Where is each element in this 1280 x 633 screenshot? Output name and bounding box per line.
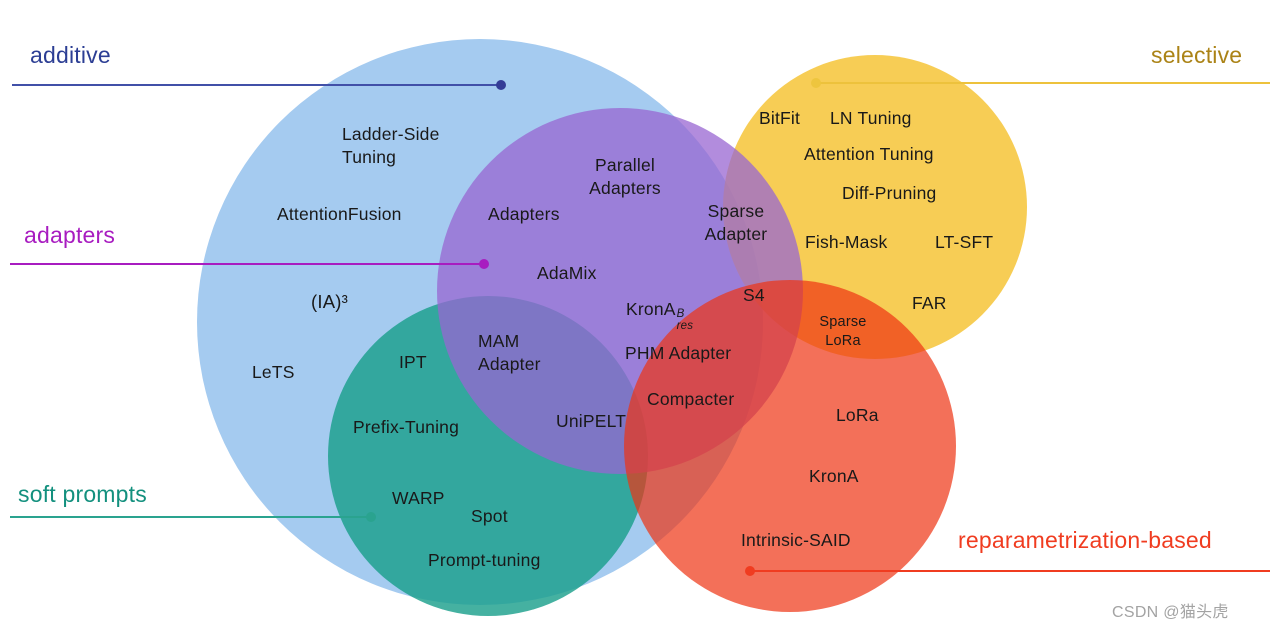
category-label-adapters: adapters bbox=[24, 222, 116, 248]
method-unipelt: UniPELT bbox=[556, 411, 627, 431]
category-label-soft-prompts: soft prompts bbox=[18, 481, 147, 507]
method-sparse-lora: Sparse LoRa bbox=[819, 314, 867, 349]
adapters-callout-line bbox=[10, 263, 481, 265]
category-label-additive: additive bbox=[30, 42, 111, 68]
method-adapters: Adapters bbox=[488, 204, 560, 224]
method-adamix: AdaMix bbox=[537, 263, 597, 283]
method-prefix-tuning: Prefix-Tuning bbox=[353, 417, 460, 437]
category-label-reparametrization: reparametrization-based bbox=[958, 527, 1212, 553]
krona-subscript: res bbox=[676, 319, 694, 332]
method-phm-adapter: PHM Adapter bbox=[625, 343, 732, 363]
method-s4: S4 bbox=[743, 285, 765, 305]
additive-dot-icon bbox=[496, 80, 506, 90]
method-attentionfusion: AttentionFusion bbox=[277, 204, 402, 224]
method-intrinsic-said: Intrinsic-SAID bbox=[741, 530, 851, 550]
method-ln-tuning: LN Tuning bbox=[830, 108, 912, 128]
method-mam-adapter: MAM Adapter bbox=[478, 331, 541, 374]
method-compacter: Compacter bbox=[647, 389, 735, 409]
method-bitfit: BitFit bbox=[759, 108, 801, 128]
method-lt-sft: LT-SFT bbox=[935, 232, 994, 252]
method-lets: LeTS bbox=[252, 362, 295, 382]
method-ia3: (IA)³ bbox=[311, 291, 348, 312]
selective-callout-line bbox=[818, 82, 1270, 84]
method-prompt-tuning: Prompt-tuning bbox=[428, 550, 541, 570]
method-attention-tuning: Attention Tuning bbox=[804, 144, 934, 164]
method-ipt: IPT bbox=[399, 352, 427, 372]
additive-callout-line bbox=[12, 84, 502, 86]
method-lora: LoRa bbox=[836, 405, 879, 425]
krona-superscript: B bbox=[676, 308, 685, 320]
selective-dot-icon bbox=[811, 78, 821, 88]
category-label-selective: selective bbox=[1151, 42, 1243, 68]
soft-prompts-callout-line bbox=[10, 516, 368, 518]
soft-prompts-dot-icon bbox=[366, 512, 376, 522]
method-ladder-side-tuning: Ladder-Side Tuning bbox=[342, 124, 440, 167]
method-far: FAR bbox=[912, 293, 947, 313]
method-sparse-adapter: Sparse Adapter bbox=[704, 201, 768, 244]
watermark: CSDN @猫头虎 bbox=[1112, 604, 1229, 621]
method-diff-pruning: Diff-Pruning bbox=[842, 183, 937, 203]
method-krona: KronA bbox=[809, 466, 859, 486]
reparametrization-circle bbox=[624, 280, 956, 612]
adapters-dot-icon bbox=[479, 259, 489, 269]
krona-base: KronA bbox=[626, 299, 676, 319]
reparametrization-callout-line bbox=[752, 570, 1270, 572]
method-fish-mask: Fish-Mask bbox=[805, 232, 888, 252]
method-spot: Spot bbox=[471, 506, 508, 526]
method-parallel-adapters: Parallel Adapters bbox=[589, 155, 661, 198]
reparametrization-dot-icon bbox=[745, 566, 755, 576]
method-warp: WARP bbox=[392, 488, 445, 508]
